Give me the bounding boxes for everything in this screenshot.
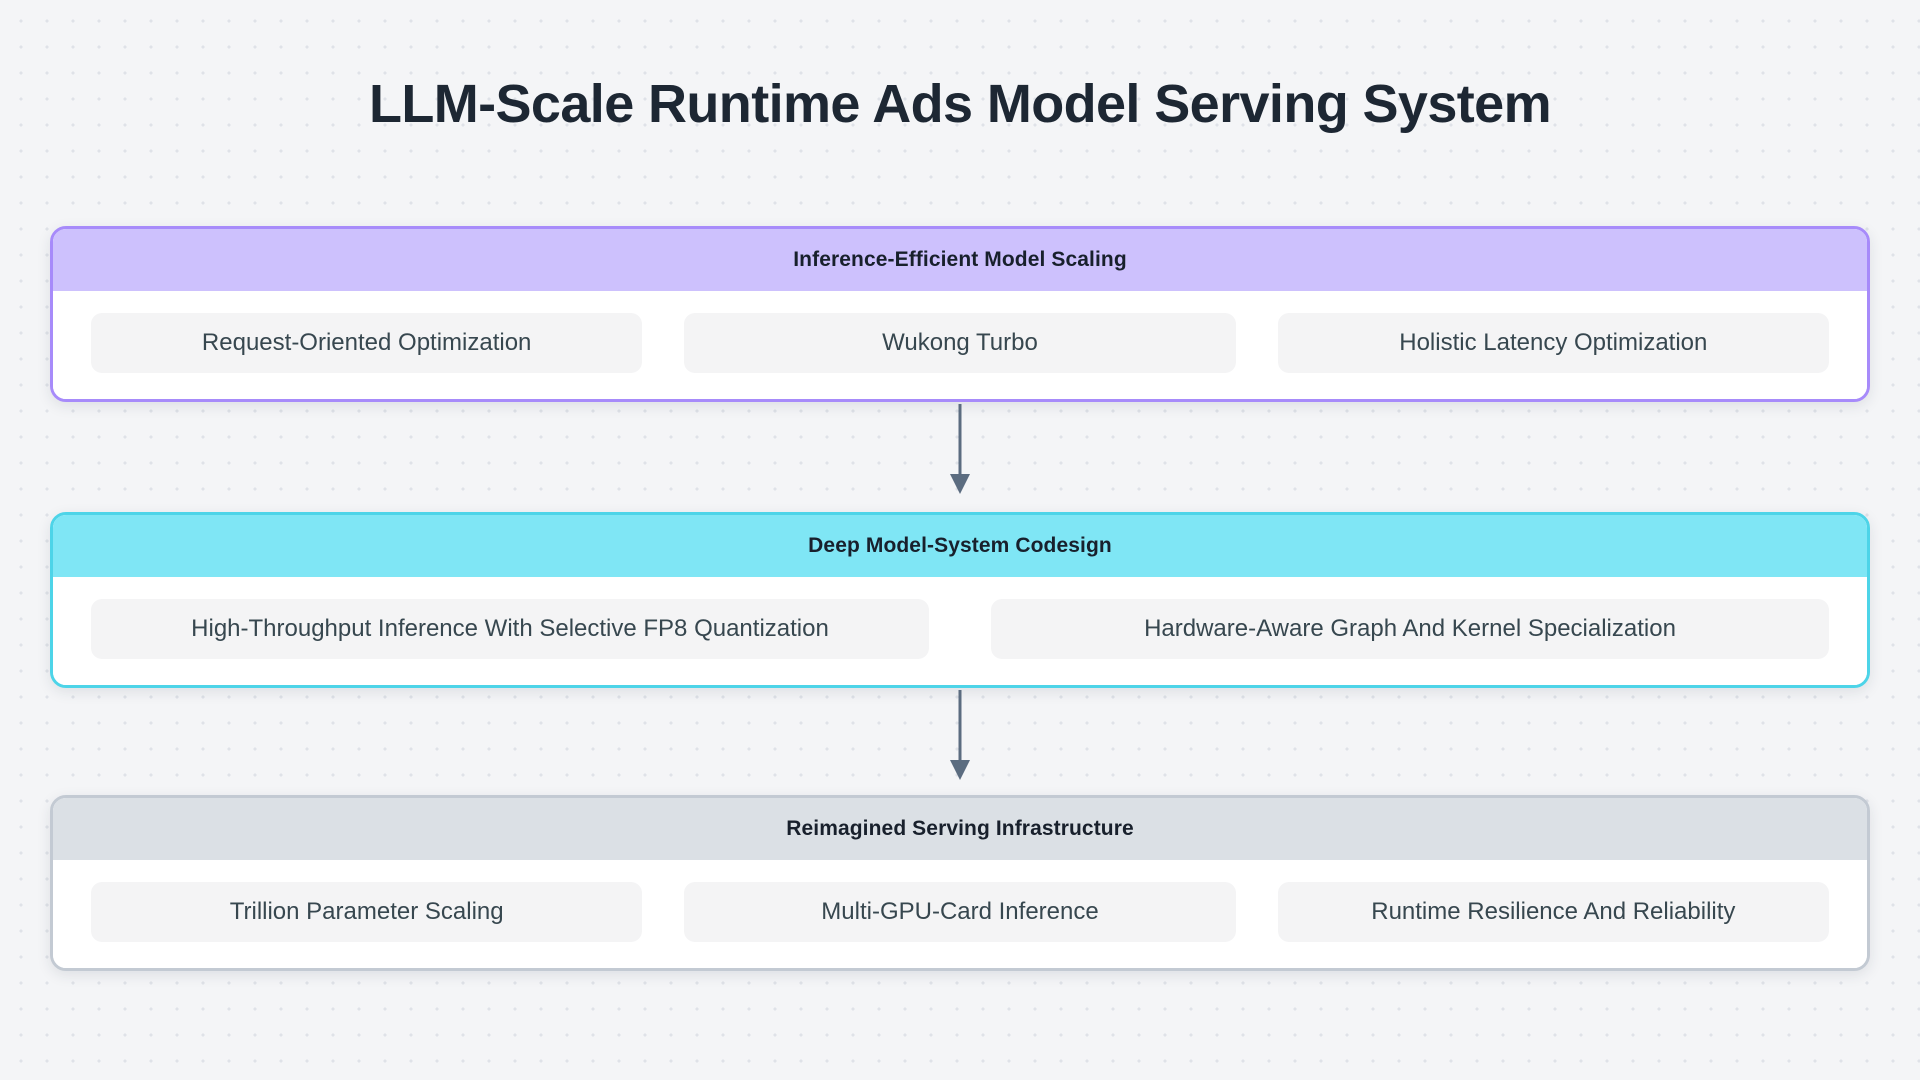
section-item[interactable]: High-Throughput Inference With Selective… [91, 599, 929, 659]
section-deep-model-system-codesign: Deep Model-System Codesign High-Throughp… [50, 512, 1870, 688]
section-body: Trillion Parameter Scaling Multi-GPU-Car… [53, 860, 1867, 968]
section-body: High-Throughput Inference With Selective… [53, 577, 1867, 685]
section-item[interactable]: Runtime Resilience And Reliability [1277, 882, 1829, 942]
connector-arrow-down [937, 404, 983, 496]
section-header: Inference-Efficient Model Scaling [53, 229, 1867, 291]
connector-arrow-down [937, 690, 983, 782]
section-item[interactable]: Wukong Turbo [684, 313, 1236, 373]
section-item[interactable]: Holistic Latency Optimization [1277, 313, 1829, 373]
section-item[interactable]: Request-Oriented Optimization [91, 313, 643, 373]
section-inference-efficient-model-scaling: Inference-Efficient Model Scaling Reques… [50, 226, 1870, 402]
arrow-down-icon [950, 404, 970, 494]
section-reimagined-serving-infrastructure: Reimagined Serving Infrastructure Trilli… [50, 795, 1870, 971]
section-item[interactable]: Trillion Parameter Scaling [91, 882, 643, 942]
section-header: Reimagined Serving Infrastructure [53, 798, 1867, 860]
arrow-down-icon [950, 690, 970, 780]
section-body: Request-Oriented Optimization Wukong Tur… [53, 291, 1867, 399]
section-item[interactable]: Multi-GPU-Card Inference [684, 882, 1236, 942]
section-header: Deep Model-System Codesign [53, 515, 1867, 577]
section-item[interactable]: Hardware-Aware Graph And Kernel Speciali… [991, 599, 1829, 659]
page-title: LLM-Scale Runtime Ads Model Serving Syst… [368, 74, 1552, 134]
